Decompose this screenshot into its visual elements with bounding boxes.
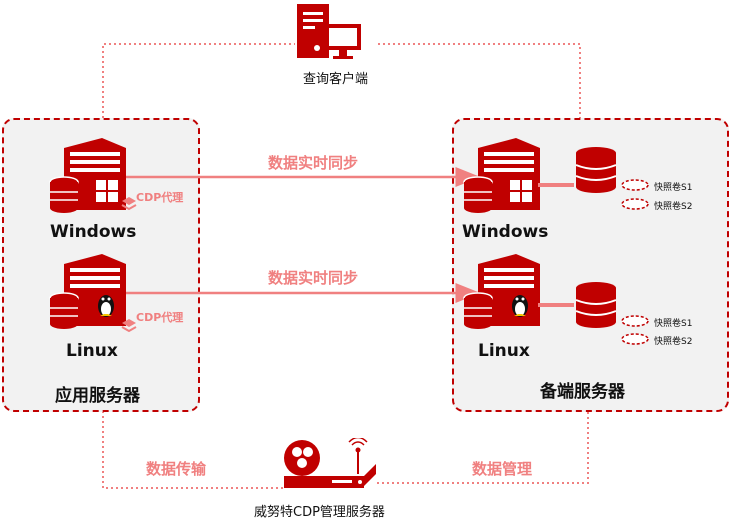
backup-database-icon[interactable] — [574, 280, 618, 330]
app-windows-agent-label: CDP代理 — [136, 191, 184, 204]
snapshot-volume-icon — [621, 179, 649, 191]
storage-link — [538, 183, 574, 187]
app-linux-server-icon[interactable] — [46, 250, 130, 334]
backup-windows-label: Windows — [462, 222, 549, 242]
snapshot-volume-icon — [621, 333, 649, 345]
sync-label-windows: 数据实时同步 — [268, 154, 359, 172]
backup-database-icon[interactable] — [574, 145, 618, 195]
app-group-title: 应用服务器 — [55, 386, 140, 406]
snapshot-label: 快照卷S2 — [654, 202, 693, 212]
cdp-management-server-icon[interactable] — [280, 438, 380, 496]
snapshot-label: 快照卷S2 — [654, 337, 693, 347]
backup-windows-server-icon[interactable] — [460, 134, 544, 218]
cdp-agent-icon — [121, 197, 137, 211]
query-client-icon[interactable] — [295, 2, 367, 62]
app-windows-label: Windows — [50, 222, 137, 242]
app-linux-agent-label: CDP代理 — [136, 311, 184, 324]
data-management-label: 数据管理 — [472, 460, 533, 478]
query-client-label: 查询客户端 — [303, 72, 369, 87]
app-linux-label: Linux — [66, 341, 118, 361]
client-to-backup-line — [378, 43, 581, 118]
snapshot-volume-icon — [621, 198, 649, 210]
snapshot-label: 快照卷S1 — [654, 183, 693, 193]
snapshot-volume-icon — [621, 315, 649, 327]
backup-linux-label: Linux — [478, 341, 530, 361]
data-transfer-label: 数据传输 — [146, 460, 207, 478]
backup-linux-server-icon[interactable] — [460, 250, 544, 334]
cdp-management-server-label: 威努特CDP管理服务器 — [254, 505, 385, 520]
client-to-app-line — [102, 43, 295, 118]
snapshot-label: 快照卷S1 — [654, 319, 693, 329]
app-to-cdp-line — [102, 411, 284, 489]
backup-to-cdp-line — [377, 411, 589, 484]
sync-label-linux: 数据实时同步 — [268, 269, 359, 287]
backup-group-title: 备端服务器 — [540, 382, 625, 402]
cdp-agent-icon — [121, 319, 137, 333]
app-windows-server-icon[interactable] — [46, 134, 130, 218]
storage-link — [538, 303, 574, 307]
